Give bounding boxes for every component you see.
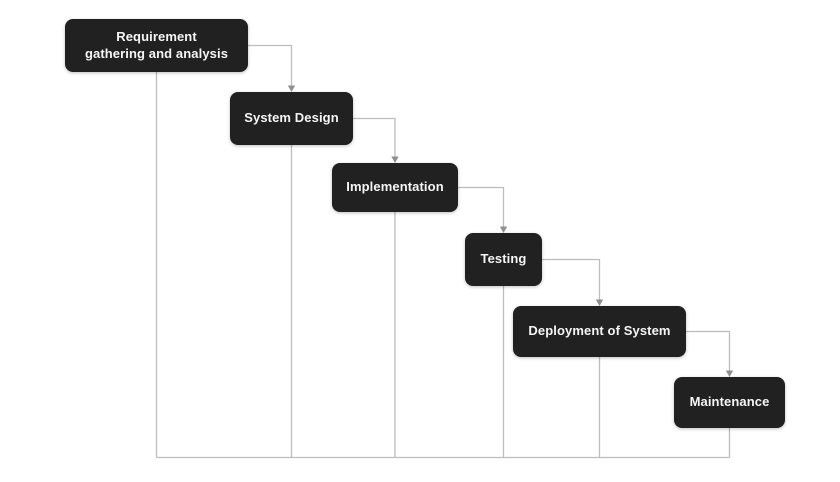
arrow-down-icon xyxy=(391,156,399,163)
node-label: System Design xyxy=(244,110,339,126)
arrow-down-icon xyxy=(287,85,296,92)
node-testing: Testing xyxy=(465,233,542,286)
node-label: Maintenance xyxy=(689,394,770,410)
node-implementation: Implementation xyxy=(332,163,458,212)
connector-design-to-implementation xyxy=(353,117,396,157)
node-label: Implementation xyxy=(346,179,444,195)
connector-testing-to-deployment xyxy=(542,258,601,300)
node-label: Testing xyxy=(480,251,527,267)
node-deployment-of-system: Deployment of System xyxy=(513,306,686,357)
arrow-down-icon xyxy=(725,370,734,377)
node-label: Requirement gathering and analysis xyxy=(84,28,229,61)
connector-deployment-to-maintenance xyxy=(686,330,731,371)
connector-requirement-to-design xyxy=(248,44,293,86)
node-system-design: System Design xyxy=(230,92,353,145)
node-label: Deployment of System xyxy=(528,323,671,339)
arrow-down-icon xyxy=(499,226,508,233)
connector-implementation-to-testing xyxy=(458,186,505,227)
arrow-down-icon xyxy=(595,299,604,306)
node-requirement-gathering-and-analysis: Requirement gathering and analysis xyxy=(65,19,248,72)
node-maintenance: Maintenance xyxy=(674,377,785,428)
